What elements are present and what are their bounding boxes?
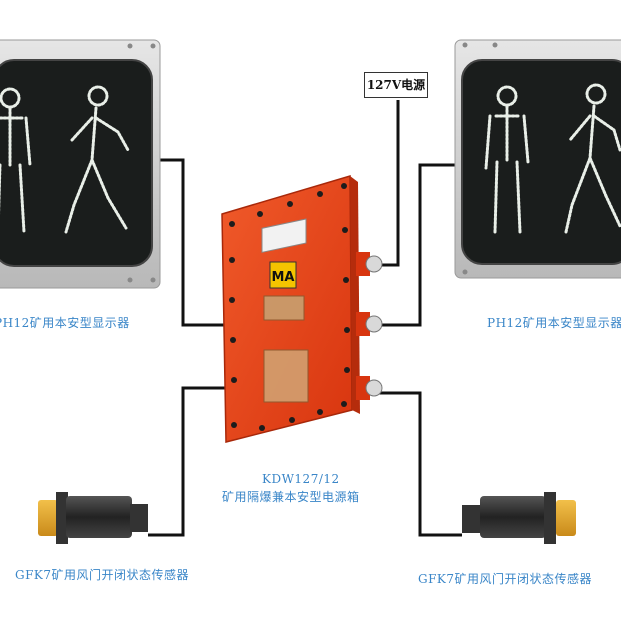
ma-badge: MA bbox=[269, 261, 297, 289]
left-display-label: PH12矿用本安型显示器 bbox=[0, 316, 130, 330]
left-sensor bbox=[38, 492, 148, 544]
cable-right-display bbox=[378, 163, 462, 327]
right-display bbox=[454, 39, 621, 279]
left-sensor-label: GFK7矿用风门开闭状态传感器 bbox=[15, 568, 190, 582]
right-sensor bbox=[462, 492, 576, 544]
power-source-label: 127V电源 bbox=[364, 72, 428, 98]
cable-glands bbox=[356, 252, 383, 400]
power-box-name-label: 矿用隔爆兼本安型电源箱 bbox=[222, 490, 360, 504]
standing-figure-icon bbox=[484, 85, 530, 234]
right-sensor-label: GFK7矿用风门开闭状态传感器 bbox=[418, 572, 593, 586]
walking-figure-icon bbox=[64, 85, 130, 234]
power-supply-box: MA bbox=[221, 174, 383, 443]
cable-left-display bbox=[158, 158, 230, 327]
walking-figure-icon bbox=[564, 83, 621, 234]
cable-left-sensor bbox=[148, 386, 230, 537]
cable-power bbox=[378, 100, 400, 267]
standing-figure-icon bbox=[0, 87, 32, 234]
left-display bbox=[0, 39, 161, 289]
power-box-model-label: KDW127/12 bbox=[262, 472, 340, 486]
right-display-label: PH12矿用本安型显示器 bbox=[487, 316, 621, 330]
ma-badge-text: MA bbox=[272, 270, 295, 285]
cables bbox=[148, 100, 462, 537]
cable-right-sensor bbox=[378, 391, 462, 537]
